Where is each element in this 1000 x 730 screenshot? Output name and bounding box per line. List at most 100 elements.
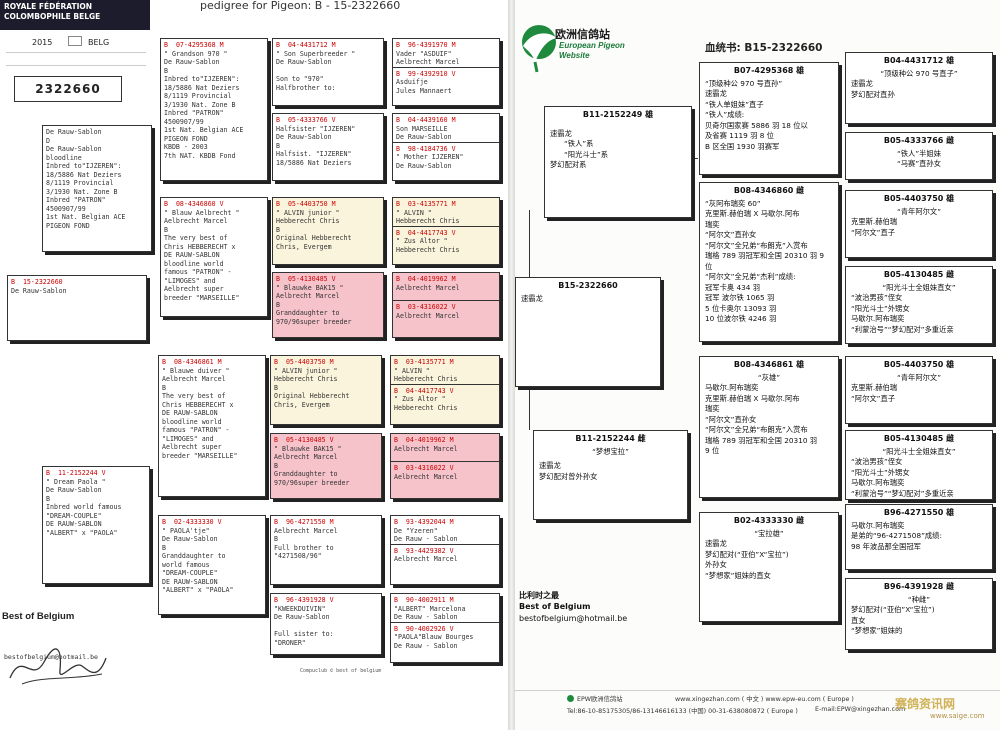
ring-g5-8a: B 90-4002911 M [394, 596, 454, 604]
text-self: De Rauw-Sablon [11, 286, 67, 295]
cn-dsd-line: “利蒙治号”“梦幻配对”多重近亲 [851, 488, 954, 498]
sub-g5-2b: B 98-4184736 V" Mother IJZEREN" De Rauw-… [393, 141, 499, 173]
cn-ss-line: 速霸龙 [705, 89, 727, 98]
sub-g5-3b: B 04-4417743 V" Zus Altor " Hebberecht C… [393, 225, 499, 257]
cn-box-sd: B08-4346860 雌 “灰阿布瑞奕 60” 克里斯.赫伯瑞 X 马歇尔.阿… [699, 182, 839, 342]
cn-dam-head: B11-2152244 雌 [575, 434, 646, 443]
ring-g5-3b: B 04-4417743 V [396, 228, 456, 237]
ring-ddd: B 96-4391928 V [274, 596, 334, 604]
cn-sd-line: “阿尔文”全兄弟“杰利”成绩: [705, 272, 796, 281]
footer-websites: www.xingezhan.com ( 中文 ) www.epw-eu.com … [675, 696, 854, 703]
cn-dsd-head: B05-4130485 雌 [883, 434, 955, 443]
cn-ds-line: 克里斯.赫伯瑞 X 马歇尔.阿布 [705, 393, 800, 403]
text-g5-1a: Vader "ASDUIF" Aelbrecht Marcel [396, 49, 460, 67]
text-g5-8b: "PAOLA"Blauw Bourges De Rauw - Sablon [394, 633, 474, 650]
cn-dsd-line: “阳光斗士”外甥女 [851, 467, 910, 477]
footer-email: E-mail:EPW@xingezhan.com [815, 706, 906, 713]
cn-sd-line: “阿尔文”直孙女 [705, 230, 757, 239]
cn-ds-line: 9 位 [705, 446, 720, 455]
cn-sd-line: “灰阿布瑞奕 60” [705, 198, 761, 208]
ring-ds: B 08-4346861 M [162, 358, 222, 366]
ring-sdd: B 05-4130485 V [276, 275, 336, 283]
box-self: B 15-2322660 De Rauw-Sablon [7, 275, 147, 341]
cn-sd-line: 10 位波尔铁 4246 羽 [705, 314, 777, 323]
watermark-text: 赛鸽资讯网 [895, 697, 956, 711]
ring-g5-4b: B 03-4316022 V [396, 303, 456, 311]
cn-sire-line: “阳光斗士”系 [564, 149, 609, 159]
text-g5-7b: Aelbrecht Marcel [394, 555, 458, 563]
footer-logo-icon [567, 695, 574, 702]
cn-ss-head: B07-4295368 雄 [733, 66, 805, 75]
country-label: BELG [88, 38, 110, 47]
compuclub-footer: Compuclub © best of belgium [300, 668, 382, 674]
cn-dss-line: “青年阿尔文” [896, 372, 942, 382]
cn-ds-line: 瑞奕 [705, 404, 720, 413]
cn-box-dam: B11-2152244 雌 “梦想宝拉” 速霸龙 梦幻配对曾外孙女 [533, 430, 688, 520]
box-sss: B 04-4431712 M " Son Superbreeder " De R… [272, 38, 384, 106]
epw-footer: EPW欧洲信鸽站 www.xingezhan.com ( 中文 ) www.ep… [515, 690, 1000, 730]
text-ddd: "KWEEKDUIVIN" De Rauw-Sablon Full sister… [274, 604, 334, 647]
cn-dam-line: 速霸龙 [539, 461, 561, 470]
kbdb-header: ROYALE FÉDÉRATION COLOMBOPHILE BELGE 201… [0, 0, 150, 108]
cn-dd-line: 速霸龙 [705, 539, 727, 548]
cn-ssd-line: “铁人”半姐妹 [896, 148, 942, 158]
cn-ss-line: 贝奇尔国家赛 5886 羽 18 位以 [705, 120, 808, 130]
cn-dss-line: “阿尔文”直子 [851, 393, 896, 403]
cn-dsd-line: “波治男孩”侄女 [851, 457, 903, 466]
cn-ss-line: B 区全国 1930 羽赛军 [705, 141, 780, 151]
cn-box-self: B15-2322660 速霸龙 [515, 277, 661, 387]
watermark-url: www.saige.com [930, 712, 985, 720]
pigeon-logo-icon [522, 25, 557, 73]
box-g5-3: B 03-4135771 M " ALVIN " Hebberecht Chri… [392, 197, 500, 265]
ring-sds: B 05-4403750 M [276, 200, 336, 208]
text-sd: " Blauw Aelbrecht " Aelbrecht Marcel B T… [164, 208, 240, 302]
box-sire: De Rauw-Sablon D De Rauw-Sablon bloodlin… [42, 125, 152, 252]
cn-ddd-line: 梦幻配对(“亚伯”X“宝拉”) [851, 605, 935, 614]
cn-box-sdd: B05-4130485 雌 “阳光斗士全姐妹直女” “波治男孩”侄女 “阳光斗士… [845, 266, 993, 344]
cn-box-dd: B02-4333330 雌 “宝拉雄” 速霸龙 梦幻配对(“亚伯”X“宝拉”) … [699, 512, 839, 622]
cn-dds-line: 98 年波品那全国冠军 [851, 541, 921, 551]
cn-sd-head: B08-4346860 雌 [733, 186, 805, 195]
pedigree-title: 血统书: B15-2322660 [705, 42, 823, 54]
cn-ddd-line: 直女 [851, 615, 866, 625]
text-g5-3b: " Zus Altor " Hebberecht Chris [396, 237, 460, 254]
text-g5-6a: Aelbrecht Marcel [394, 444, 458, 453]
ring-dd: B 02-4333330 V [162, 518, 222, 526]
cn-dam-line: “梦想宝拉” [592, 446, 629, 456]
cn-ds-line: 瑞格 789 羽冠军和全国 20310 羽 [705, 435, 818, 445]
box-dds: B 96-4271550 M Aelbrecht Marcel B Full b… [270, 515, 382, 585]
best-of-belgium-cn: 比利时之最 [519, 591, 559, 600]
ring-g5-3a: B 03-4135771 M [396, 200, 456, 208]
cn-ssd-head: B05-4333766 雌 [883, 136, 955, 145]
right-email: bestofbelgium@hotmail.be [519, 614, 628, 623]
cn-sdd-line: “阳光斗士”外甥女 [851, 303, 910, 313]
cn-sss-line: 梦幻配对直孙 [851, 89, 895, 99]
text-sss: " Son Superbreeder " De Rauw-Sablon Son … [276, 49, 356, 92]
flag-icon [68, 36, 82, 46]
cn-ss-line: 及省赛 1119 羽 8 位 [705, 131, 774, 140]
text-g5-6b: Aelbrecht Marcel [394, 472, 458, 481]
ring-ss: B 07-4295368 M [164, 41, 224, 49]
ring-g5-7b: B 93-4429382 V [394, 546, 454, 555]
footer-tel: Tel:86-10-85175305/86-13146616133 (中国) 0… [567, 708, 798, 715]
cn-box-ss: B07-4295368 雄 “顶级种公 970 号直孙” 速霸龙 “铁人单姐妹”… [699, 62, 839, 175]
text-dds: Aelbrecht Marcel B Full brother to "4271… [274, 526, 338, 561]
cn-sdd-line: “波治男孩”侄女 [851, 293, 903, 302]
ring-g5-2a: B 04-4439160 M [396, 116, 456, 124]
box-g5-7: B 93-4392044 M De "Yzeren" De Rauw - Sab… [390, 515, 500, 585]
cn-sdd-head: B05-4130485 雌 [883, 270, 955, 279]
cn-sire-head: B11-2152249 雄 [582, 110, 654, 119]
cn-dds-line: 马歇尔.阿布瑞奕 [851, 520, 905, 530]
ring-dss: B 05-4403750 M [274, 358, 334, 366]
cn-dd-line: 外孙女 [705, 560, 727, 569]
ring-g5-6b: B 03-4316022 V [394, 464, 454, 472]
cn-box-dss: B05-4403750 雄 “青年阿尔文” 克里斯.赫伯瑞 “阿尔文”直子 [845, 356, 993, 424]
text-dsd: " Blauwke BAK15 " Aelbrecht Marcel B Gra… [274, 444, 350, 487]
text-g5-4b: Aelbrecht Marcel [396, 311, 460, 320]
cn-dds-line: 是弟的“96-4271508”成绩: [851, 531, 942, 540]
ring-ssd: B 05-4333766 V [276, 116, 336, 124]
ring-dam: B 11-2152244 V [46, 469, 106, 477]
cn-ds-line: “阿尔文”全兄弟“布朗克”入赏布 [705, 425, 808, 434]
